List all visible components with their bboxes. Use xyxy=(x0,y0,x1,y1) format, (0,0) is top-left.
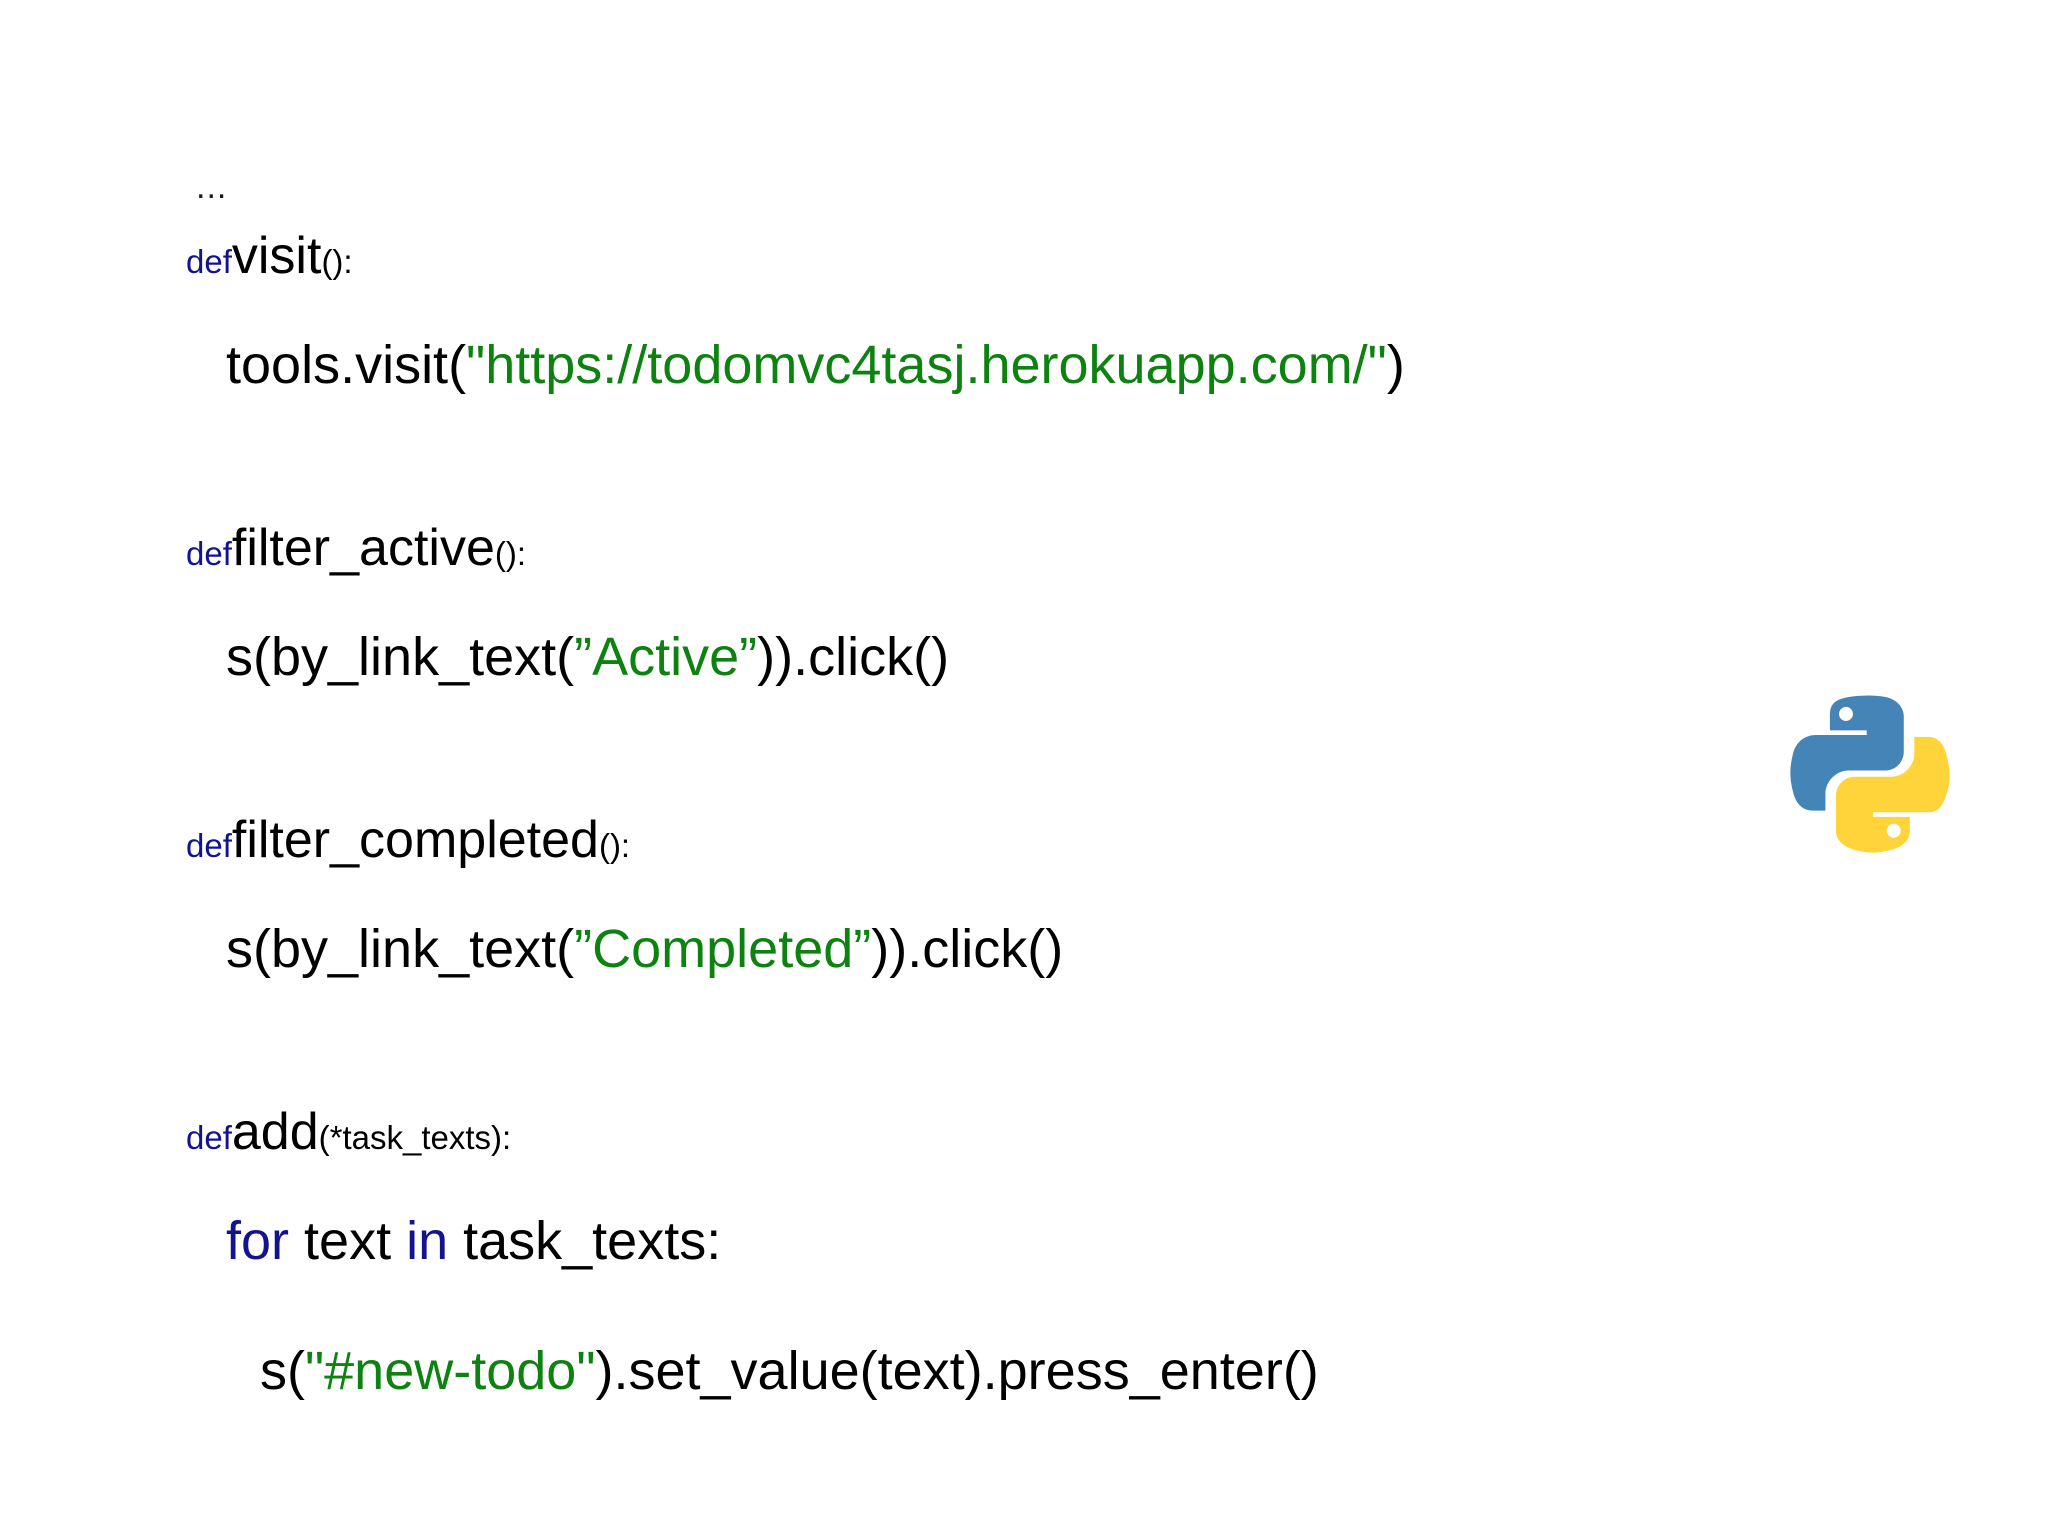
keyword-def: def xyxy=(186,1119,232,1156)
loop-iterable: task_texts: xyxy=(448,1211,722,1271)
python-logo-icon xyxy=(1782,686,1952,856)
function-name-filter-active: filter_active xyxy=(231,519,495,577)
call-prefix: s( xyxy=(260,1341,305,1401)
python-logo-blue-snake xyxy=(1790,695,1904,811)
statement-visit-body: tools.visit("https://todomvc4tasj.heroku… xyxy=(186,338,1686,468)
loop-variable: text xyxy=(289,1211,407,1271)
call-prefix: tools.visit( xyxy=(226,335,467,395)
call-suffix: ) xyxy=(1386,335,1405,395)
keyword-for: for xyxy=(226,1211,290,1271)
call-suffix: )).click() xyxy=(757,627,950,687)
call-suffix: )).click() xyxy=(871,919,1064,979)
function-args-visit: (): xyxy=(321,243,353,280)
code-ellipsis: ... xyxy=(196,168,228,206)
function-name-filter-completed: filter_completed xyxy=(231,811,599,869)
function-name-visit: visit xyxy=(231,227,322,285)
call-prefix: s(by_link_text( xyxy=(226,627,575,687)
string-literal-selector: "#new-todo" xyxy=(304,1341,596,1401)
python-logo-yellow-snake xyxy=(1835,734,1950,853)
function-args-add: (*task_texts): xyxy=(318,1119,512,1156)
statement-add-body: s("#new-todo").set_value(text).press_ent… xyxy=(186,1344,1686,1474)
call-suffix: ).set_value(text).press_enter() xyxy=(595,1341,1319,1401)
def-signature-filter-completed: deffilter_completed(): xyxy=(186,814,1686,922)
string-literal-url: "https://todomvc4tasj.herokuapp.com/" xyxy=(466,335,1387,395)
function-args-filter-active: (): xyxy=(494,535,527,572)
keyword-def: def xyxy=(186,535,232,572)
statement-filter-completed-body: s(by_link_text(”Completed”)).click() xyxy=(186,922,1686,1052)
keyword-in: in xyxy=(406,1211,449,1271)
def-signature-visit: defvisit(): xyxy=(186,230,1686,338)
def-signature-filter-active: deffilter_active(): xyxy=(186,522,1686,630)
function-name-add: add xyxy=(231,1103,319,1161)
spacer xyxy=(186,468,1686,522)
statement-for-loop: for text in task_texts: xyxy=(186,1214,1686,1344)
function-args-filter-completed: (): xyxy=(598,827,631,864)
def-signature-add: defadd(*task_texts): xyxy=(186,1106,1686,1214)
statement-filter-active-body: s(by_link_text(”Active”)).click() xyxy=(186,630,1686,760)
string-literal-active: ”Active” xyxy=(574,627,758,687)
spacer xyxy=(186,1052,1686,1106)
keyword-def: def xyxy=(186,827,232,864)
call-prefix: s(by_link_text( xyxy=(226,919,575,979)
string-literal-completed: ”Completed” xyxy=(574,919,872,979)
spacer xyxy=(186,760,1686,814)
keyword-def: def xyxy=(186,243,232,280)
code-block: ... defvisit(): tools.visit("https://tod… xyxy=(186,170,1686,1474)
